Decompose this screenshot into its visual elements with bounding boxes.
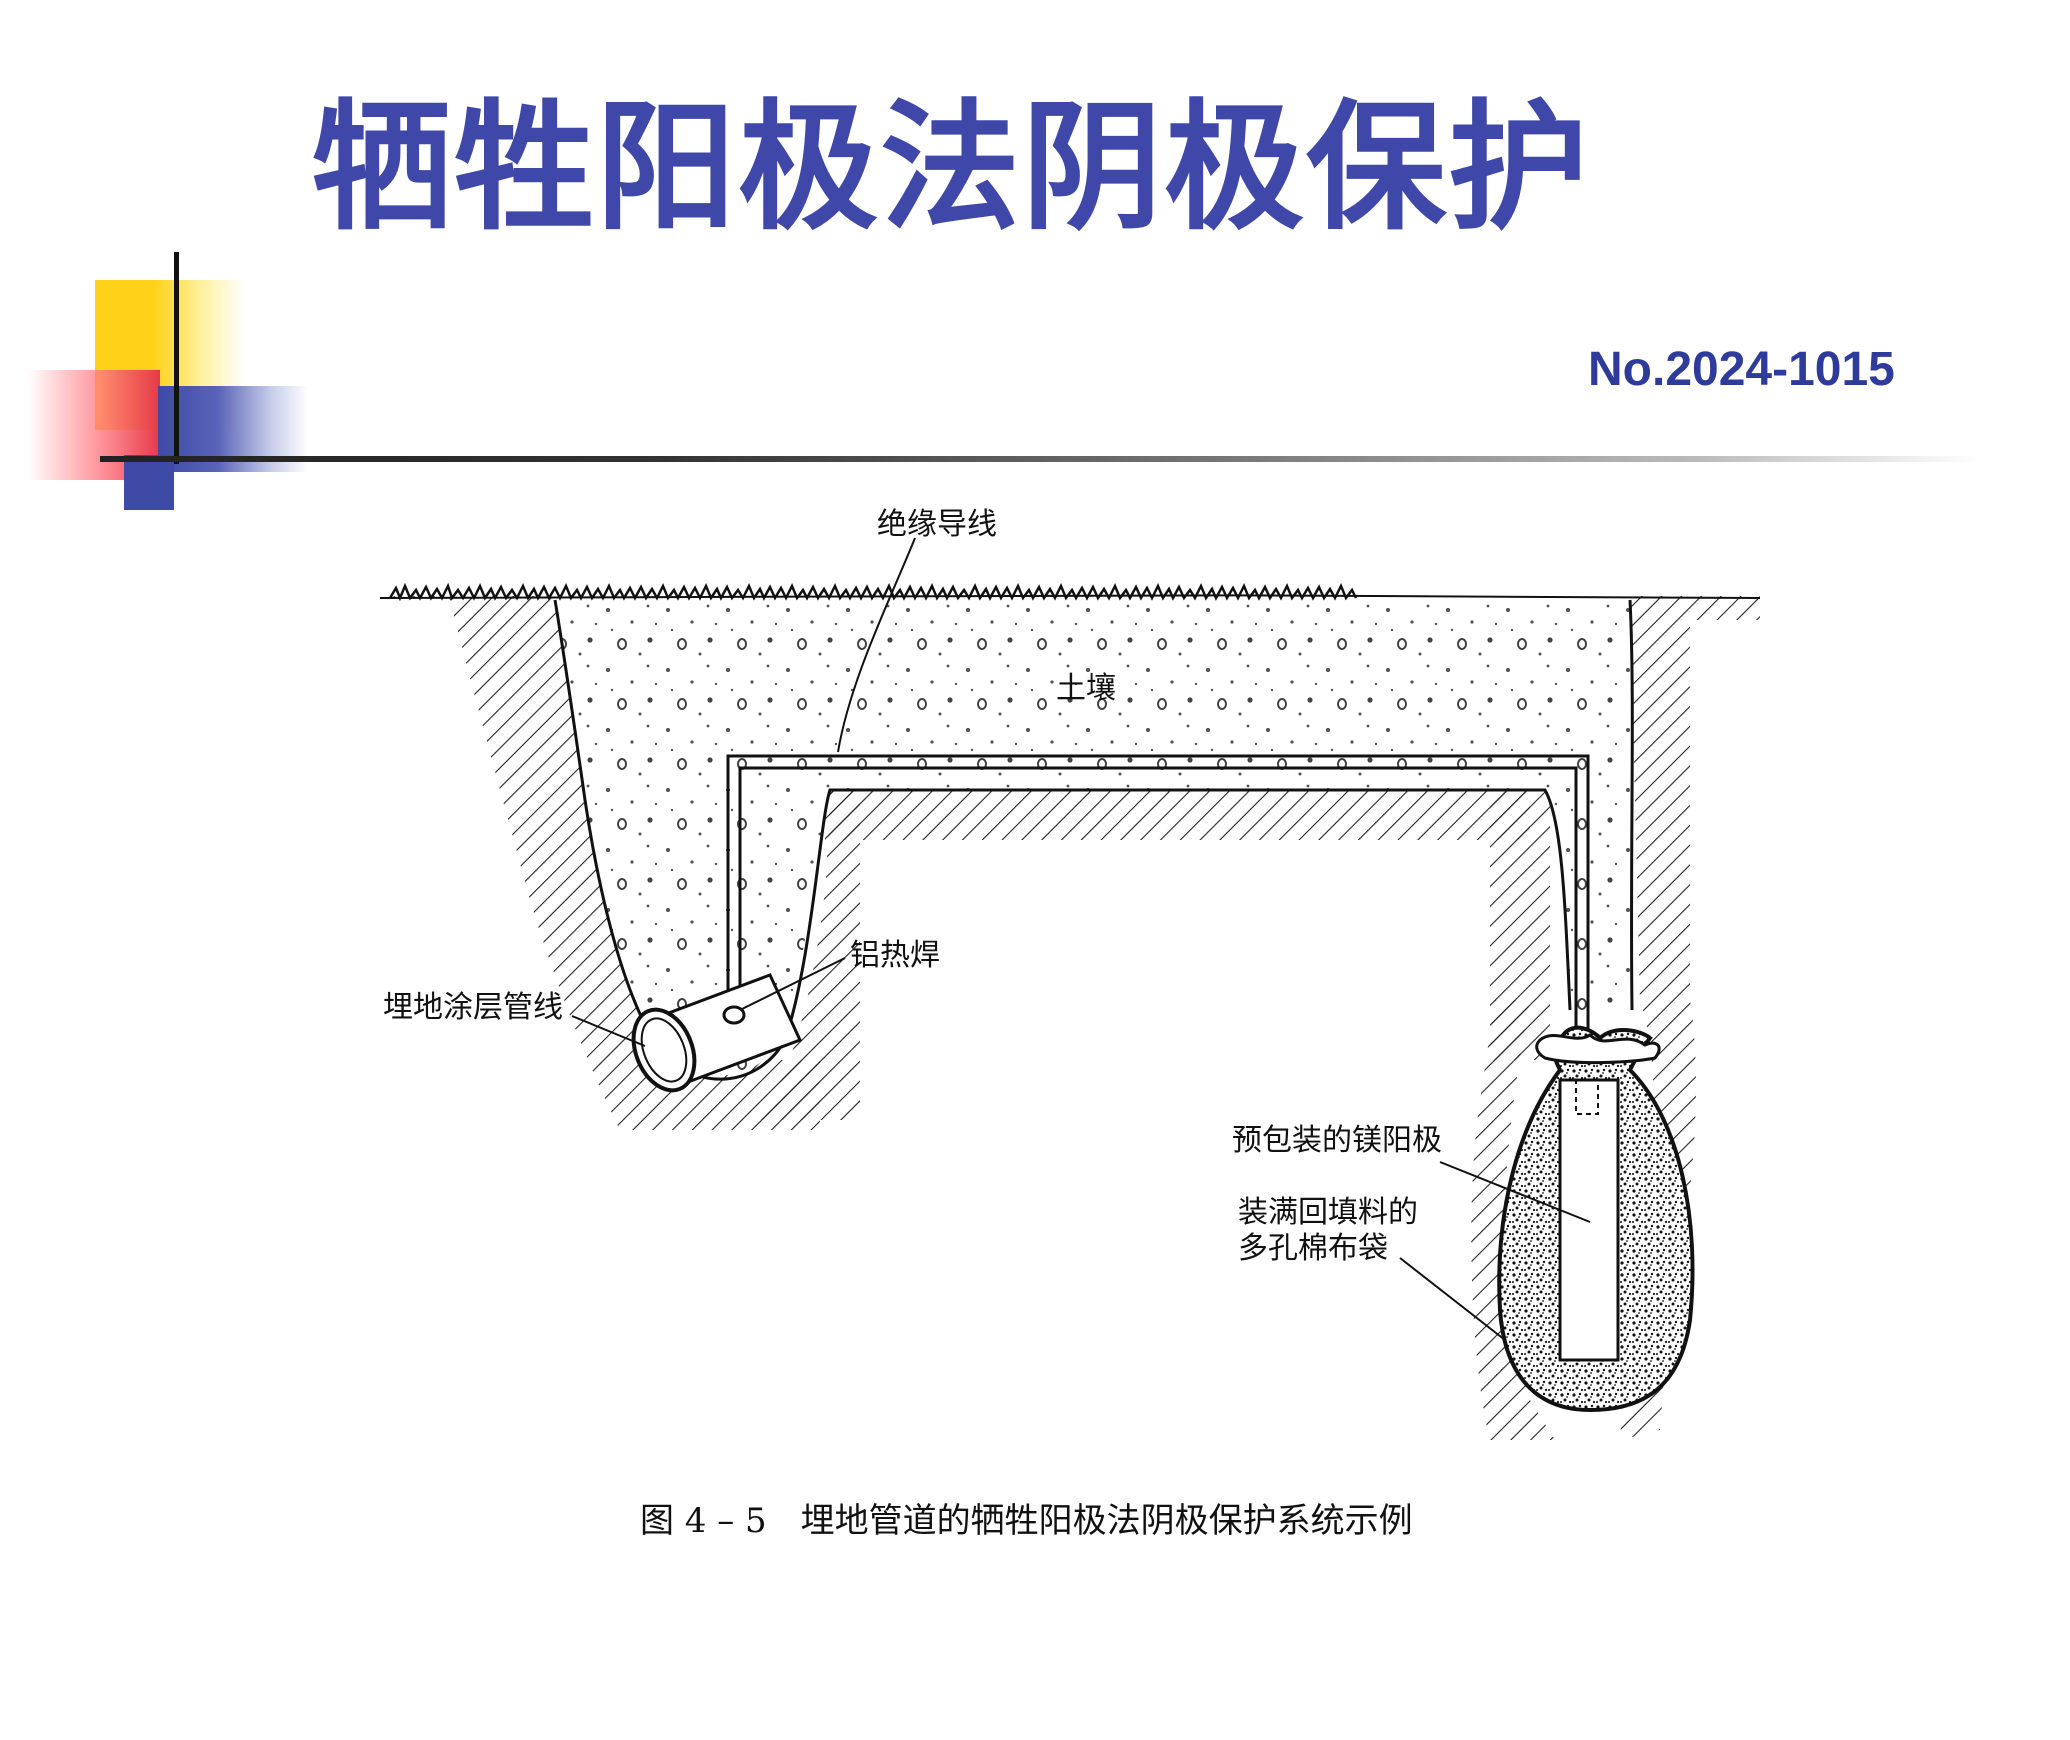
figure-caption: 图 4 – 5 埋地管道的牺牲阳极法阴极保护系统示例 [640,1501,1413,1541]
label-backfill-bag-line1: 装满回填料的 [1238,1195,1418,1230]
label-backfill-bag-line2: 多孔棉布袋 [1238,1231,1388,1266]
magnesium-anode [1558,1078,1620,1362]
soil-fill [555,600,1633,1076]
decor-blue-square [124,455,174,510]
insulated-wire [726,754,1590,1030]
slide-title: 牺牲阳极法阴极保护 [312,87,1591,250]
buried-pipeline [631,973,803,1093]
title-underline [100,456,1980,462]
label-soil: 土壤 [1056,671,1116,706]
label-thermite-weld: 铝热焊 [850,938,940,973]
decor-vertical-line [174,252,179,464]
anode-bag [1497,1025,1695,1413]
leader-lines [571,537,1591,1341]
grass-line [388,582,1358,602]
weld-point [722,1005,746,1025]
label-buried-coated-pipeline: 埋地涂层管线 [383,990,563,1025]
label-insulated-wire: 绝缘导线 [877,507,997,542]
label-magnesium-anode: 预包装的镁阳极 [1232,1123,1442,1158]
document-number: No.2024-1015 [1588,343,1895,396]
